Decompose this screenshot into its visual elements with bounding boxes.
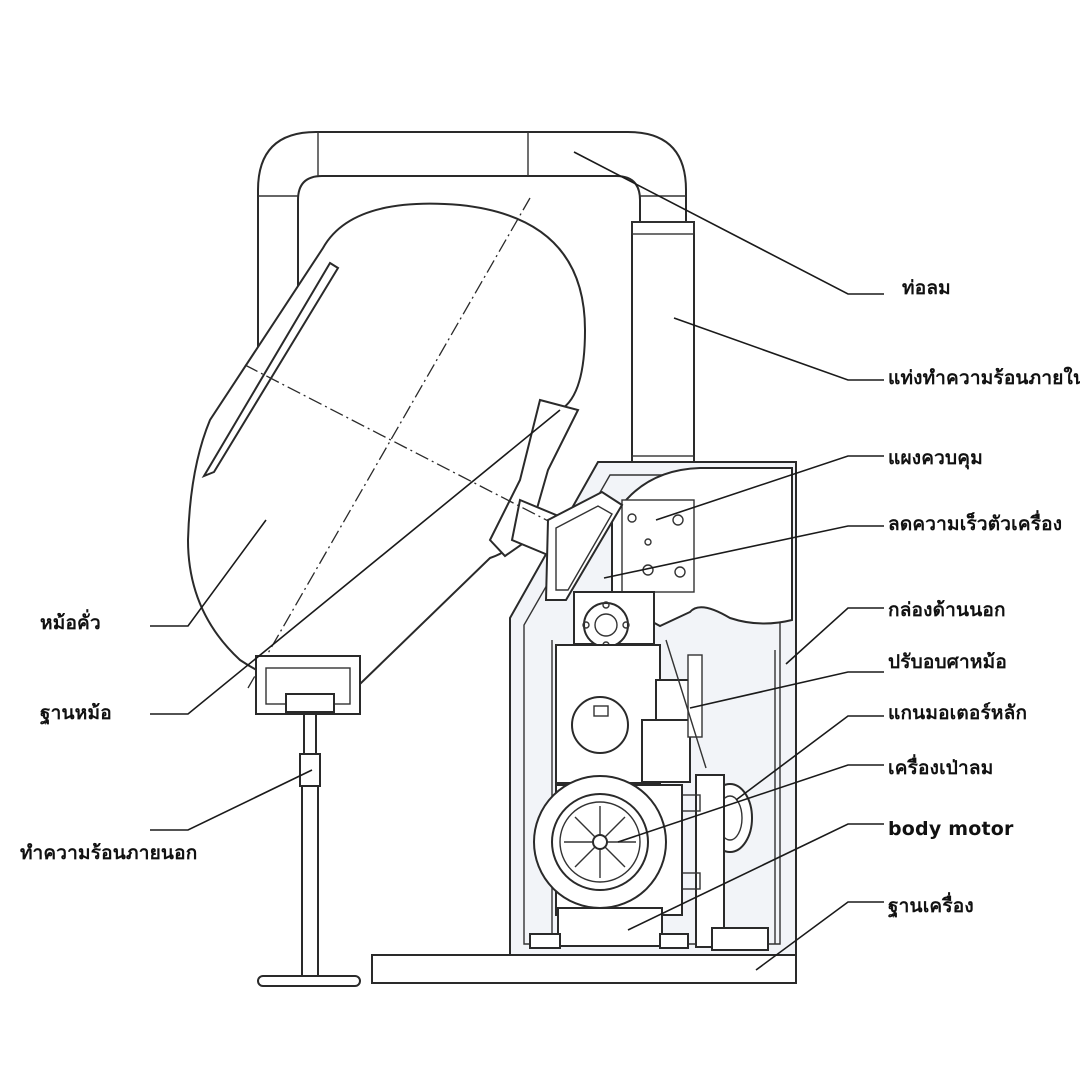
air-duct [257,131,687,471]
label-machine-base: ฐานเครื่อง [888,895,974,917]
leader-lines [150,151,884,971]
label-air-duct: ท่อลม [902,277,951,299]
control-panel [611,467,793,628]
pot-base [255,655,361,715]
outer-heater-stand [257,713,361,987]
label-pot-base: ฐานหม้อ [40,702,112,724]
body-motor [529,907,769,951]
label-outer-heater: ทำความร้อนภายนอก [20,842,198,864]
machine-base [371,954,797,984]
gearbox [555,639,707,784]
label-reducer: ลดความเร็วตัวเครื่อง [888,513,1063,535]
label-roasting-pot: หม้อคั่ว [40,612,101,634]
label-outer-box: กล่องด้านนอก [888,599,1006,621]
label-blower: เครื่องเป่าลม [888,757,994,779]
label-control-panel: แผงควบคุม [888,447,983,469]
blower [533,775,683,916]
roasting-pot [186,197,596,690]
label-pot-temp: ปรับอบศาหม้อ [888,651,1007,673]
label-inner-heater: แท่งทำความร้อนภายใน [888,367,1080,389]
label-main-shaft: แกนมอเตอร์หลัก [888,702,1028,724]
inner-heating-rod [631,221,695,469]
label-body-motor: body motor [888,818,1014,840]
